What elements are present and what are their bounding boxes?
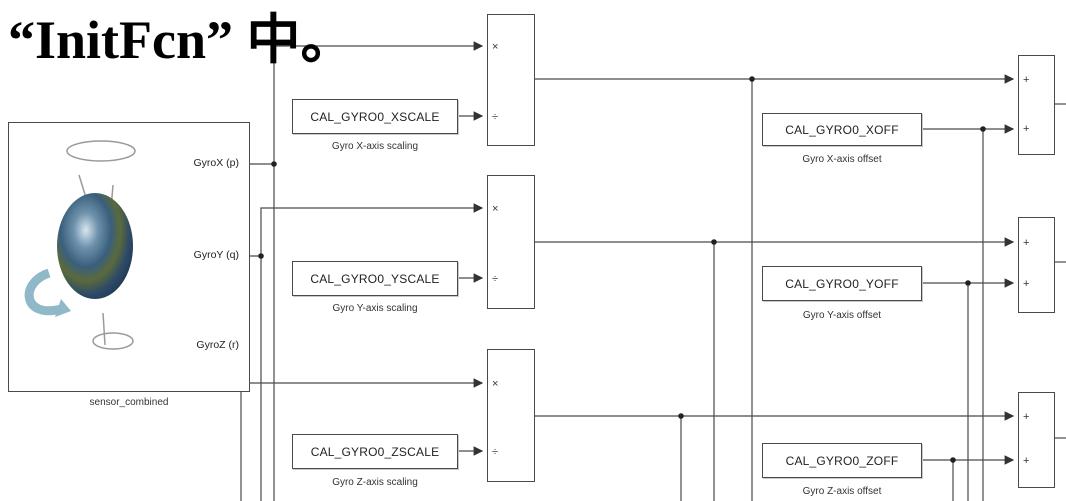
xoff-caption: Gyro X-axis offset	[802, 154, 882, 165]
sum-block-x[interactable]: + +	[1018, 55, 1055, 155]
branch-point	[965, 280, 971, 286]
plus-icon: +	[1023, 74, 1030, 86]
zoff-caption: Gyro Z-axis offset	[802, 486, 882, 497]
sum-block-y[interactable]: + +	[1018, 217, 1055, 313]
xscale-constant-block[interactable]: CAL_GYRO0_XSCALE	[292, 99, 458, 134]
multiply-icon: ×	[492, 41, 499, 53]
sum-block-z[interactable]: + +	[1018, 392, 1055, 488]
sensor-block-name: sensor_combined	[89, 397, 169, 408]
zscale-constant-block[interactable]: CAL_GYRO0_ZSCALE	[292, 434, 458, 469]
plus-icon: +	[1023, 278, 1030, 290]
branch-point	[950, 457, 956, 463]
zoff-constant-block[interactable]: CAL_GYRO0_ZOFF	[762, 443, 922, 478]
multiply-icon: ×	[492, 203, 499, 215]
divide-icon: ÷	[492, 273, 499, 285]
page-heading: “InitFcn” 中。	[8, 10, 355, 70]
yoff-constant-block[interactable]: CAL_GYRO0_YOFF	[762, 266, 922, 301]
multiply-icon: ×	[492, 378, 499, 390]
branch-point	[678, 413, 684, 419]
earth-rotation-icon	[57, 193, 133, 299]
product-block-x[interactable]: × ÷	[487, 14, 535, 146]
port-label-gyroy: GyroY (q)	[193, 249, 239, 261]
xscale-caption: Gyro X-axis scaling	[331, 141, 419, 152]
divide-icon: ÷	[492, 111, 499, 123]
branch-point	[711, 239, 717, 245]
branch-point	[258, 253, 264, 259]
yoff-caption: Gyro Y-axis offset	[802, 310, 882, 321]
xoff-constant-block[interactable]: CAL_GYRO0_XOFF	[762, 113, 922, 146]
branch-point	[271, 161, 277, 167]
plus-icon: +	[1023, 237, 1030, 249]
port-label-gyrox: GyroX (p)	[193, 157, 239, 169]
branch-point	[749, 76, 755, 82]
branch-point	[980, 126, 986, 132]
rotation-arrows-icon	[24, 140, 136, 350]
plus-icon: +	[1023, 123, 1030, 135]
plus-icon: +	[1023, 411, 1030, 423]
divide-icon: ÷	[492, 446, 499, 458]
zscale-caption: Gyro Z-axis scaling	[332, 477, 418, 488]
product-block-z[interactable]: × ÷	[487, 349, 535, 482]
port-label-gyroz: GyroZ (r)	[196, 339, 239, 351]
yscale-constant-block[interactable]: CAL_GYRO0_YSCALE	[292, 261, 458, 296]
plus-icon: +	[1023, 455, 1030, 467]
yscale-caption: Gyro Y-axis scaling	[332, 303, 418, 314]
product-block-y[interactable]: × ÷	[487, 175, 535, 309]
